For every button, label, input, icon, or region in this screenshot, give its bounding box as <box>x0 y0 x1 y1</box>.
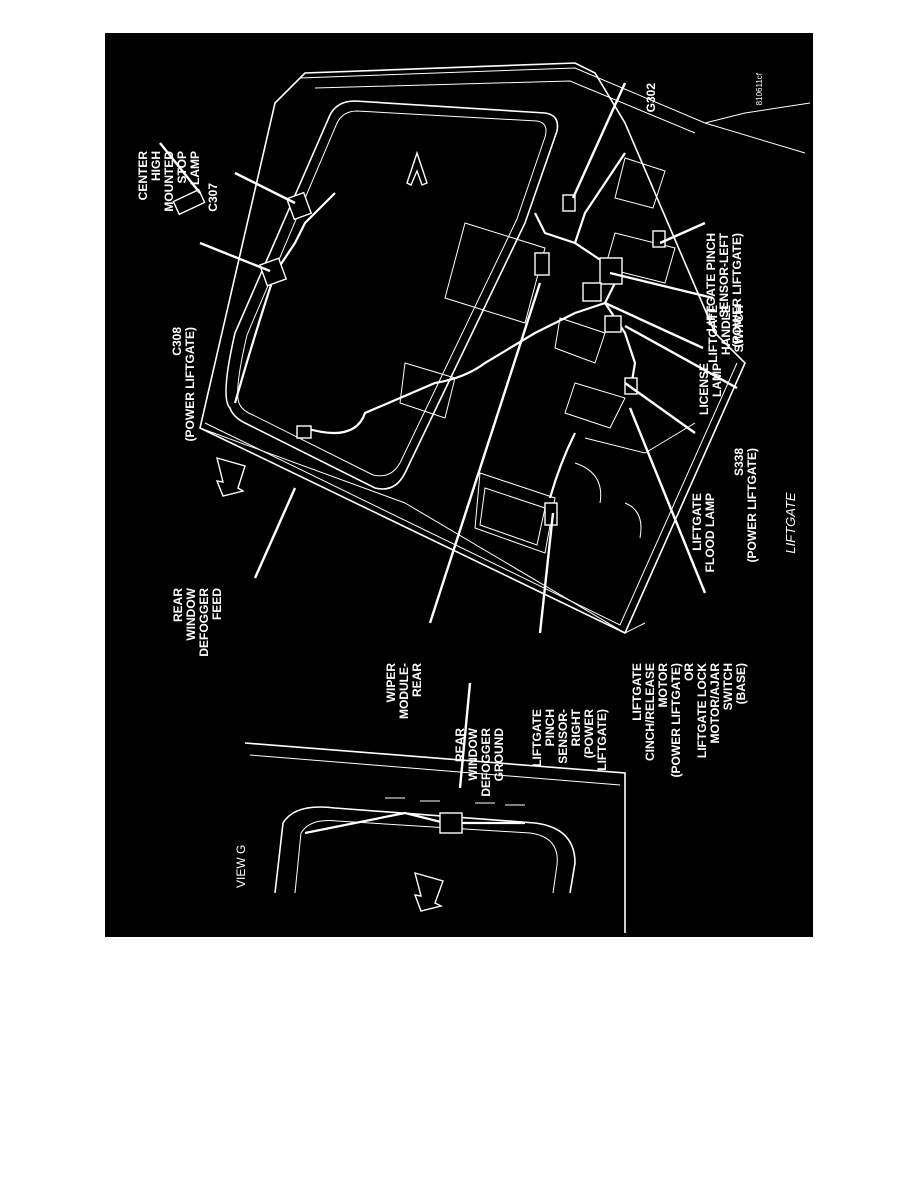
label-line: MOTOR/AJAR <box>708 663 722 744</box>
svg-text:G302: G302 <box>644 83 658 113</box>
label-line: (POWER LIFTGATE) <box>183 327 197 441</box>
label-line: LIFTGATE <box>706 305 720 363</box>
label-s338: S338(POWER LIFTGATE) <box>732 448 759 563</box>
label-line: FEED <box>210 588 224 620</box>
label-liftgate-pinch-sensor-right: LIFTGATEPINCHSENSOR-RIGHT(POWERLIFTGATE) <box>530 708 609 770</box>
label-line: SENSOR-LEFT <box>717 232 731 317</box>
liftgate-wiring-diagram: CENTERHIGHMOUNTEDSTOPLAMP C307 C308(POWE… <box>136 62 811 933</box>
svg-text:WIPERMODULE-REAR: WIPERMODULE-REAR <box>384 663 424 719</box>
label-line: HIGH <box>149 151 163 181</box>
leader-lines <box>159 82 738 789</box>
label-rear-window-defogger-feed: REARWINDOWDEFOGGERFEED <box>171 587 224 656</box>
svg-text:VIEW G: VIEW G <box>234 845 248 888</box>
label-liftgate-pinch-sensor-left: LIFTGATE PINCHSENSOR-LEFT(POWER LIFTGATE… <box>704 232 744 347</box>
svg-text:810611cf: 810611cf <box>755 72 764 105</box>
label-line: LICENSE <box>697 363 711 415</box>
svg-text:S338(POWER LIFTGATE): S338(POWER LIFTGATE) <box>732 448 759 563</box>
label-line: LIFTGATE <box>690 493 704 551</box>
svg-text:REARWINDOWDEFOGGERFEED: REARWINDOWDEFOGGERFEED <box>171 587 224 656</box>
label-line: RIGHT <box>569 708 583 746</box>
label-line: STOP <box>175 151 189 183</box>
label-line: DEFOGGER <box>479 728 493 797</box>
label-line: WINDOW <box>466 727 480 780</box>
label-line: LIFTGATE <box>630 663 644 721</box>
label-rear-window-defogger-ground: REARWINDOWDEFOGGERGROUND <box>453 727 506 796</box>
liftgate-body-outline <box>172 62 811 635</box>
label-line: GROUND <box>492 728 506 782</box>
label-line: LIFTGATE PINCH <box>704 233 718 331</box>
label-line: CENTER <box>136 151 150 201</box>
label-line: WINDOW <box>184 587 198 640</box>
svg-text:C307: C307 <box>206 183 220 212</box>
label-liftgate-flood-lamp: LIFTGATEFLOOD LAMP <box>690 493 717 572</box>
label-line: SWITCH <box>732 305 746 352</box>
label-line: REAR <box>171 588 185 622</box>
label-line: OR <box>682 663 696 681</box>
label-license-lamp: LICENSELAMP <box>697 363 724 415</box>
label-line: LAMP <box>188 151 202 185</box>
label-line: REAR <box>453 728 467 762</box>
svg-text:LIFTGATEFLOOD LAMP: LIFTGATEFLOOD LAMP <box>690 493 717 572</box>
diagram-panel: CENTERHIGHMOUNTEDSTOPLAMP C307 C308(POWE… <box>105 33 813 937</box>
label-line: (POWER LIFTGATE) <box>730 233 744 347</box>
svg-text:LIFTGATEPINCHSENSOR-RIGHT(POWE: LIFTGATEPINCHSENSOR-RIGHT(POWERLIFTGATE) <box>530 708 609 770</box>
svg-text:C308(POWER LIFTGATE): C308(POWER LIFTGATE) <box>170 327 197 442</box>
label-line: PINCH <box>543 709 557 746</box>
label-line: LIFTGATE) <box>595 709 609 771</box>
label-line: (POWER LIFTGATE) <box>669 663 683 777</box>
label-line: MOUNTED <box>162 151 176 212</box>
label-line: LAMP <box>710 363 724 397</box>
label-line: C307 <box>206 183 220 212</box>
label-line: S338 <box>732 448 746 476</box>
label-line: FLOOD LAMP <box>703 493 717 572</box>
figure-code: 810611cf <box>755 72 764 105</box>
label-line: (POWER <box>582 709 596 759</box>
figure-caption: LIFTGATE <box>783 492 798 553</box>
label-g302: G302 <box>644 83 658 113</box>
label-wiper-module-rear: WIPERMODULE-REAR <box>384 663 424 719</box>
label-line: LIFTGATE LOCK <box>695 663 709 758</box>
label-line: (BASE) <box>734 663 748 704</box>
label-line: (POWER LIFTGATE) <box>745 448 759 562</box>
label-line: LIFTGATE <box>530 709 544 767</box>
label-line: SWITCH <box>721 663 735 710</box>
label-line: MOTOR <box>656 663 670 708</box>
label-line: HANDLE <box>719 305 733 355</box>
label-line: SENSOR- <box>556 709 570 764</box>
svg-text:LIFTGATE PINCHSENSOR-LEFT(POWE: LIFTGATE PINCHSENSOR-LEFT(POWER LIFTGATE… <box>704 232 744 347</box>
svg-text:LIFTGATE: LIFTGATE <box>783 492 798 553</box>
label-line: REAR <box>410 663 424 697</box>
svg-text:REARWINDOWDEFOGGERGROUND: REARWINDOWDEFOGGERGROUND <box>453 727 506 796</box>
label-line: C308 <box>170 327 184 356</box>
label-c307: C307 <box>206 183 220 212</box>
label-center-high-mounted-stop-lamp: CENTERHIGHMOUNTEDSTOPLAMP <box>136 151 202 212</box>
svg-text:CENTERHIGHMOUNTEDSTOPLAMP: CENTERHIGHMOUNTEDSTOPLAMP <box>136 151 202 212</box>
view-g-inset-drawing <box>244 742 626 933</box>
label-liftgate-handle-switch: LIFTGATEHANDLESWITCH <box>706 305 746 363</box>
svg-text:LICENSELAMP: LICENSELAMP <box>697 363 724 415</box>
label-liftgate-cinch-release-motor: LIFTGATECINCH/RELEASEMOTOR(POWER LIFTGAT… <box>630 663 748 778</box>
svg-text:LIFTGATEHANDLESWITCH: LIFTGATEHANDLESWITCH <box>706 305 746 363</box>
label-line: G302 <box>644 83 658 113</box>
view-g-label: VIEW G <box>234 845 248 888</box>
label-c308: C308(POWER LIFTGATE) <box>170 327 197 442</box>
label-line: DEFOGGER <box>197 588 211 657</box>
label-line: WIPER <box>384 663 398 703</box>
label-line: MODULE- <box>397 663 411 719</box>
svg-text:LIFTGATECINCH/RELEASEMOTOR(POW: LIFTGATECINCH/RELEASEMOTOR(POWER LIFTGAT… <box>630 663 748 778</box>
label-line: CINCH/RELEASE <box>643 663 657 761</box>
